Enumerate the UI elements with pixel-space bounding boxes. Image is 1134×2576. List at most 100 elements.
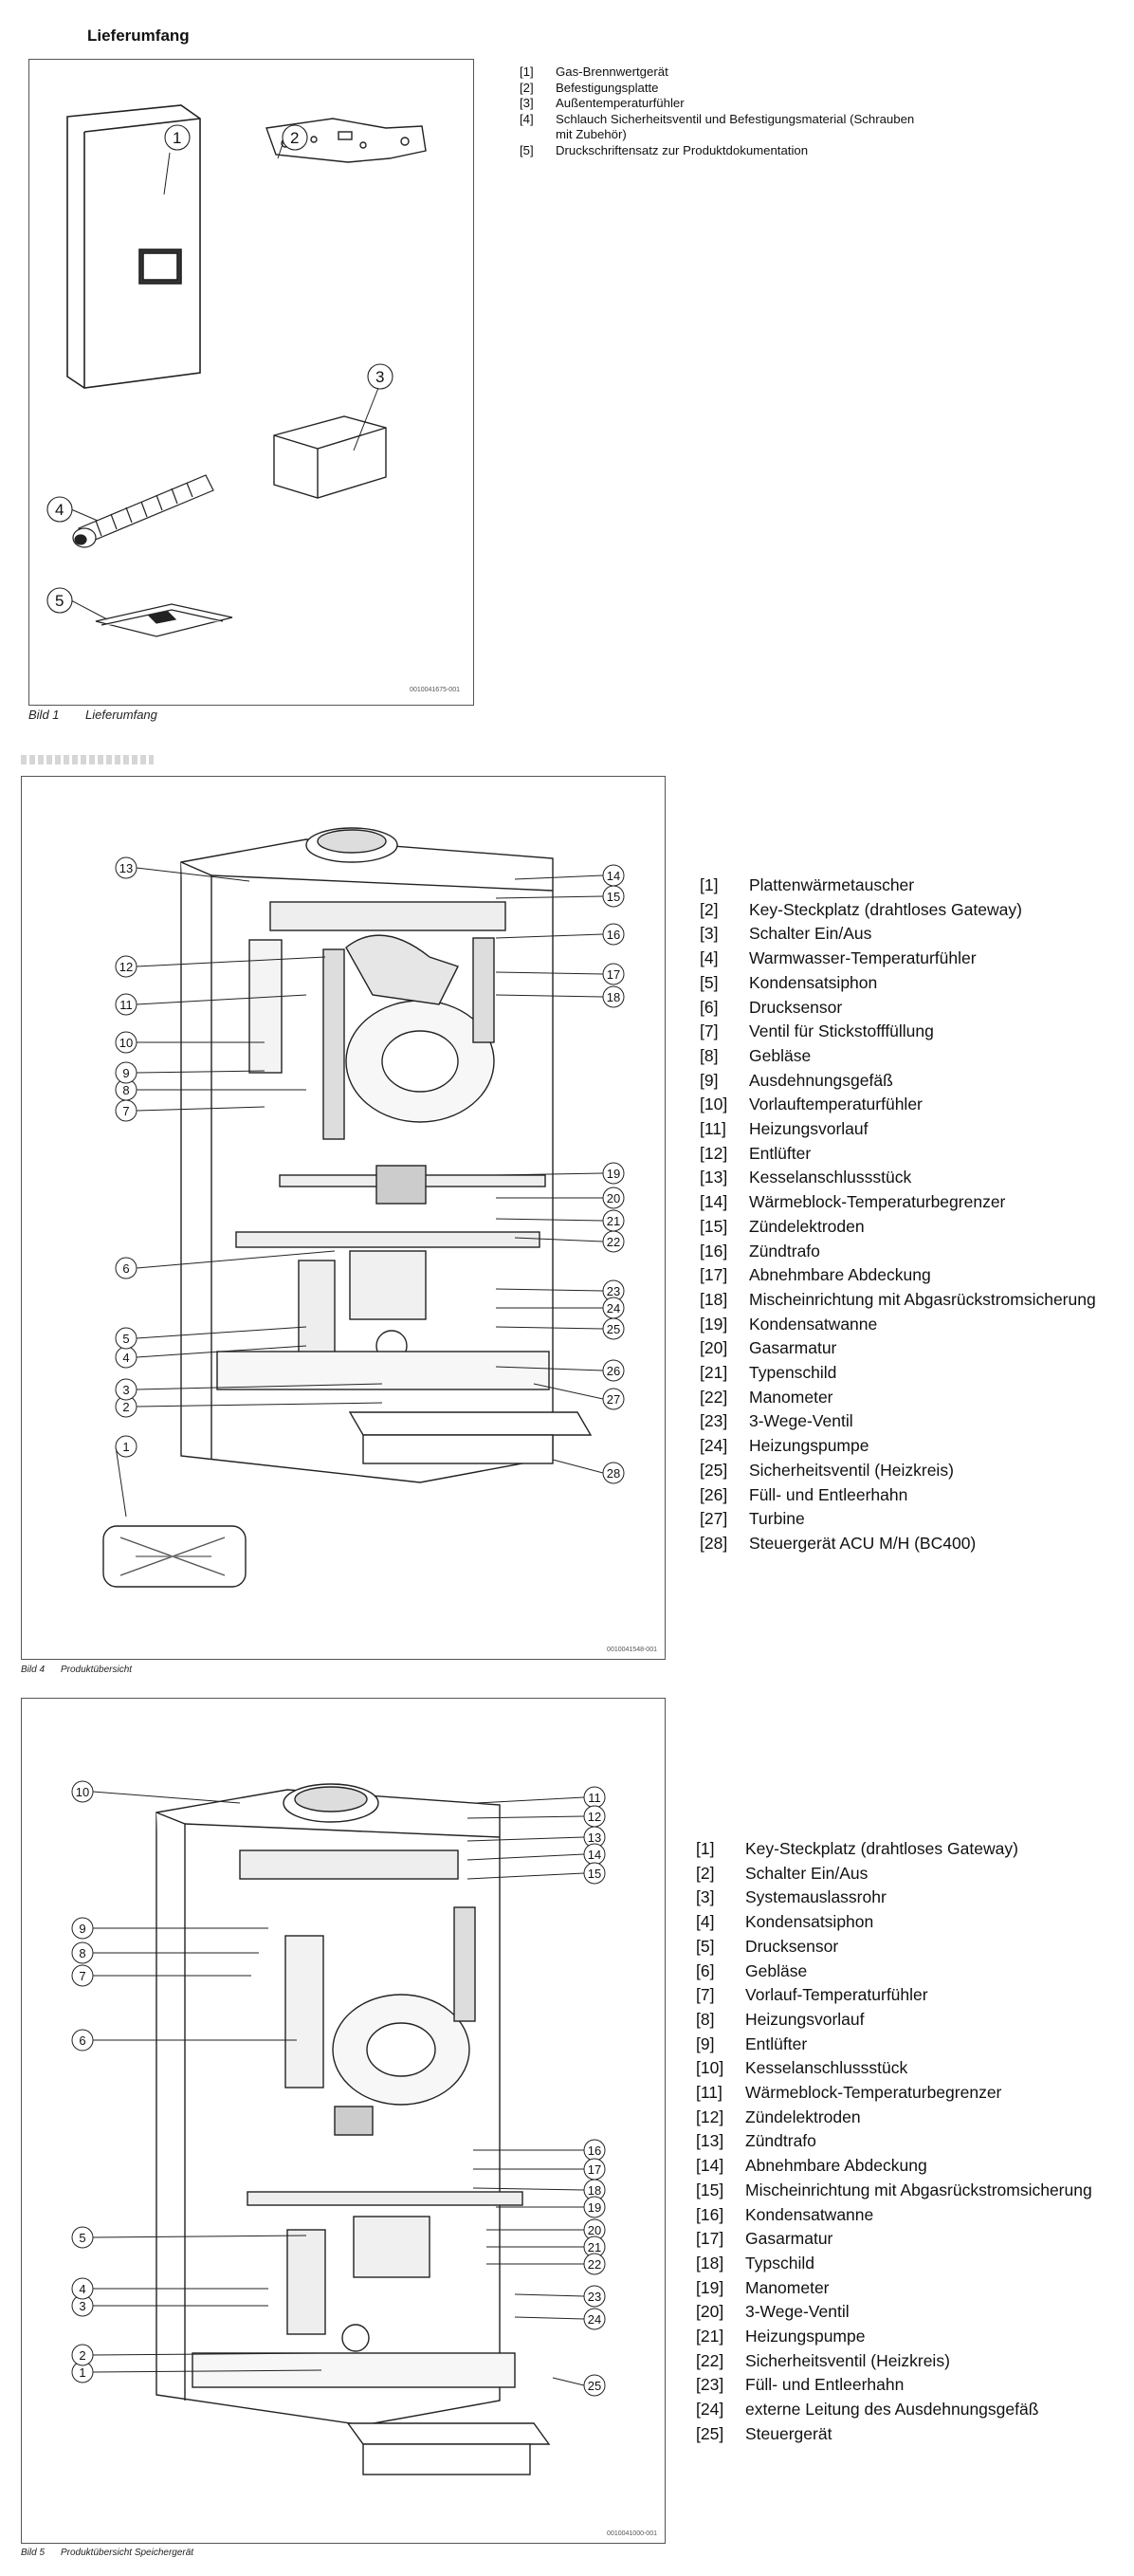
legend-item: [4]Schlauch Sicherheitsventil und Befest… bbox=[520, 112, 914, 128]
legend-number: [14] bbox=[700, 1192, 728, 1212]
legend-text: 3-Wege-Ventil bbox=[745, 2302, 850, 2322]
legend-number: [16] bbox=[696, 2204, 724, 2224]
legend-number: [4] bbox=[696, 1912, 715, 1932]
legend-lieferumfang: [1]Gas-Brennwertgerät [2] Befestigungspla… bbox=[520, 64, 914, 158]
legend-text: Abnehmbare Abdeckung bbox=[745, 2156, 927, 2176]
legend-item: [24] externe Leitung des Ausdehnungsgefäß bbox=[696, 2398, 1092, 2422]
legend-item: [9]Ausdehnungsgefäß bbox=[700, 1069, 1096, 1094]
legend-item: [9]Entlüfter bbox=[696, 2033, 1092, 2057]
legend-text: Kesselanschlussstück bbox=[749, 1168, 912, 1187]
legend-item: [1]Key-Steckplatz (drahtloses Gateway) bbox=[696, 1837, 1092, 1862]
legend-number: [24] bbox=[696, 2400, 724, 2420]
legend-text: Entlüfter bbox=[749, 1143, 812, 1163]
callout-circle bbox=[71, 1964, 94, 1987]
callout-label: 22 bbox=[588, 2257, 601, 2272]
legend-text: Füll- und Entleerhahn bbox=[745, 2375, 905, 2395]
figure-code: 0010041675-001 bbox=[410, 687, 460, 693]
section-heading-lieferumfang: Lieferumfang bbox=[87, 27, 190, 45]
legend-number: [3] bbox=[696, 1887, 715, 1907]
legend-item: [3]Systemauslassrohr bbox=[696, 1886, 1092, 1910]
legend-number: [23] bbox=[696, 2375, 724, 2395]
legend-text: Kondensatsiphon bbox=[749, 972, 878, 992]
storage-boiler-cutaway-illustration bbox=[155, 1783, 551, 2475]
legend-text: Heizungsvorlauf bbox=[745, 2009, 865, 2029]
legend-item: [19]Manometer bbox=[696, 2276, 1092, 2301]
legend-number: [5] bbox=[696, 1936, 715, 1956]
caption-text: Lieferumfang bbox=[85, 708, 157, 722]
callout-label: 2 bbox=[79, 2348, 85, 2363]
legend-item: [10]Vorlauftemperaturfühler bbox=[700, 1093, 1096, 1117]
legend-text: externe Leitung des Ausdehnungsgefäß bbox=[745, 2400, 1039, 2420]
legend-text: Befestigungsplatte bbox=[556, 80, 659, 95]
legend-text: Manometer bbox=[749, 1387, 833, 1407]
callout-label: 3 bbox=[122, 1383, 129, 1397]
legend-number: [17] bbox=[700, 1265, 728, 1285]
caption-number: Bild 1 bbox=[28, 708, 60, 722]
legend-text: Typschild bbox=[745, 2253, 814, 2272]
legend-number: [6] bbox=[696, 1960, 715, 1980]
legend-text: Kondensatwanne bbox=[749, 1314, 878, 1334]
legend-item: [6]Gebläse bbox=[696, 1960, 1092, 1984]
caption-text: Produktübersicht bbox=[61, 1665, 133, 1675]
legend-number: [11] bbox=[700, 1119, 726, 1139]
legend-item: [16]Zündtrafo bbox=[700, 1240, 1096, 1264]
legend-text: Zündelektroden bbox=[745, 2107, 861, 2126]
callout-label: 4 bbox=[122, 1351, 129, 1365]
callout-label: 20 bbox=[588, 2223, 601, 2237]
legend-text: Vorlauftemperaturfühler bbox=[749, 1095, 923, 1114]
legend-number: [27] bbox=[700, 1509, 728, 1529]
legend-number: [21] bbox=[696, 2327, 724, 2346]
legend-number: [10] bbox=[696, 2058, 724, 2078]
callout-label: 4 bbox=[79, 2282, 85, 2296]
figure-code: 0010041000-001 bbox=[607, 2530, 657, 2537]
legend-item: [21]Typenschild bbox=[700, 1361, 1096, 1386]
legend-item: [5]Drucksensor bbox=[696, 1935, 1092, 1960]
callout-label: 1 bbox=[122, 1440, 129, 1454]
legend-item: [13]Kesselanschlussstück bbox=[700, 1166, 1096, 1190]
legend-number: [20] bbox=[700, 1338, 728, 1358]
legend-text: Wärmeblock-Temperaturbegrenzer bbox=[745, 2083, 1002, 2103]
legend-number: [28] bbox=[700, 1533, 728, 1553]
legend-item: [18]Typschild bbox=[696, 2252, 1092, 2276]
legend-text: Kesselanschlussstück bbox=[745, 2058, 908, 2078]
callout-label: 17 bbox=[607, 967, 620, 982]
legend-item: [5]Druckschriftensatz zur Produktdokumen… bbox=[520, 143, 914, 159]
callout-label: 5 bbox=[122, 1332, 129, 1346]
callout-leader-lines bbox=[92, 1791, 585, 2386]
legend-text: Außentemperaturfühler bbox=[556, 96, 685, 110]
legend-item: [22]Sicherheitsventil (Heizkreis) bbox=[696, 2349, 1092, 2374]
legend-number: [19] bbox=[700, 1314, 728, 1334]
legend-item: [1]Gas-Brennwertgerät bbox=[520, 64, 914, 81]
callout-circle bbox=[71, 2226, 94, 2249]
callout-label: 24 bbox=[607, 1301, 620, 1316]
callout-label: 25 bbox=[588, 2379, 601, 2393]
legend-number: [13] bbox=[696, 2131, 724, 2151]
callout-circle bbox=[583, 2196, 606, 2218]
hose-illustration bbox=[72, 474, 214, 548]
callout-label: 17 bbox=[588, 2162, 601, 2177]
legend-item: [2]Key-Steckplatz (drahtloses Gateway) bbox=[700, 898, 1096, 923]
legend-number: [2] bbox=[520, 80, 534, 95]
callout-label: 28 bbox=[607, 1466, 620, 1481]
legend-text: Heizungspumpe bbox=[749, 1436, 869, 1456]
legend-text: Gebläse bbox=[749, 1045, 812, 1065]
callout-circle bbox=[602, 885, 625, 908]
legend-text: Füll- und Entleerhahn bbox=[749, 1484, 908, 1504]
legend-number: [8] bbox=[700, 1045, 719, 1065]
callout-label: 21 bbox=[607, 1214, 620, 1228]
legend-number: [5] bbox=[700, 972, 719, 992]
callout-label: 9 bbox=[79, 1922, 85, 1936]
callout-label: 5 bbox=[79, 2231, 85, 2245]
callout-label: 20 bbox=[607, 1191, 620, 1205]
legend-number: [22] bbox=[696, 2350, 724, 2370]
legend-text: Heizungsvorlauf bbox=[749, 1119, 869, 1139]
legend-number: [16] bbox=[700, 1241, 728, 1260]
legend-item: [1]Plattenwärmetauscher bbox=[700, 874, 1096, 898]
sensor-box-illustration bbox=[273, 415, 387, 499]
legend-number: [22] bbox=[700, 1387, 728, 1407]
callout-label: 14 bbox=[607, 869, 620, 883]
